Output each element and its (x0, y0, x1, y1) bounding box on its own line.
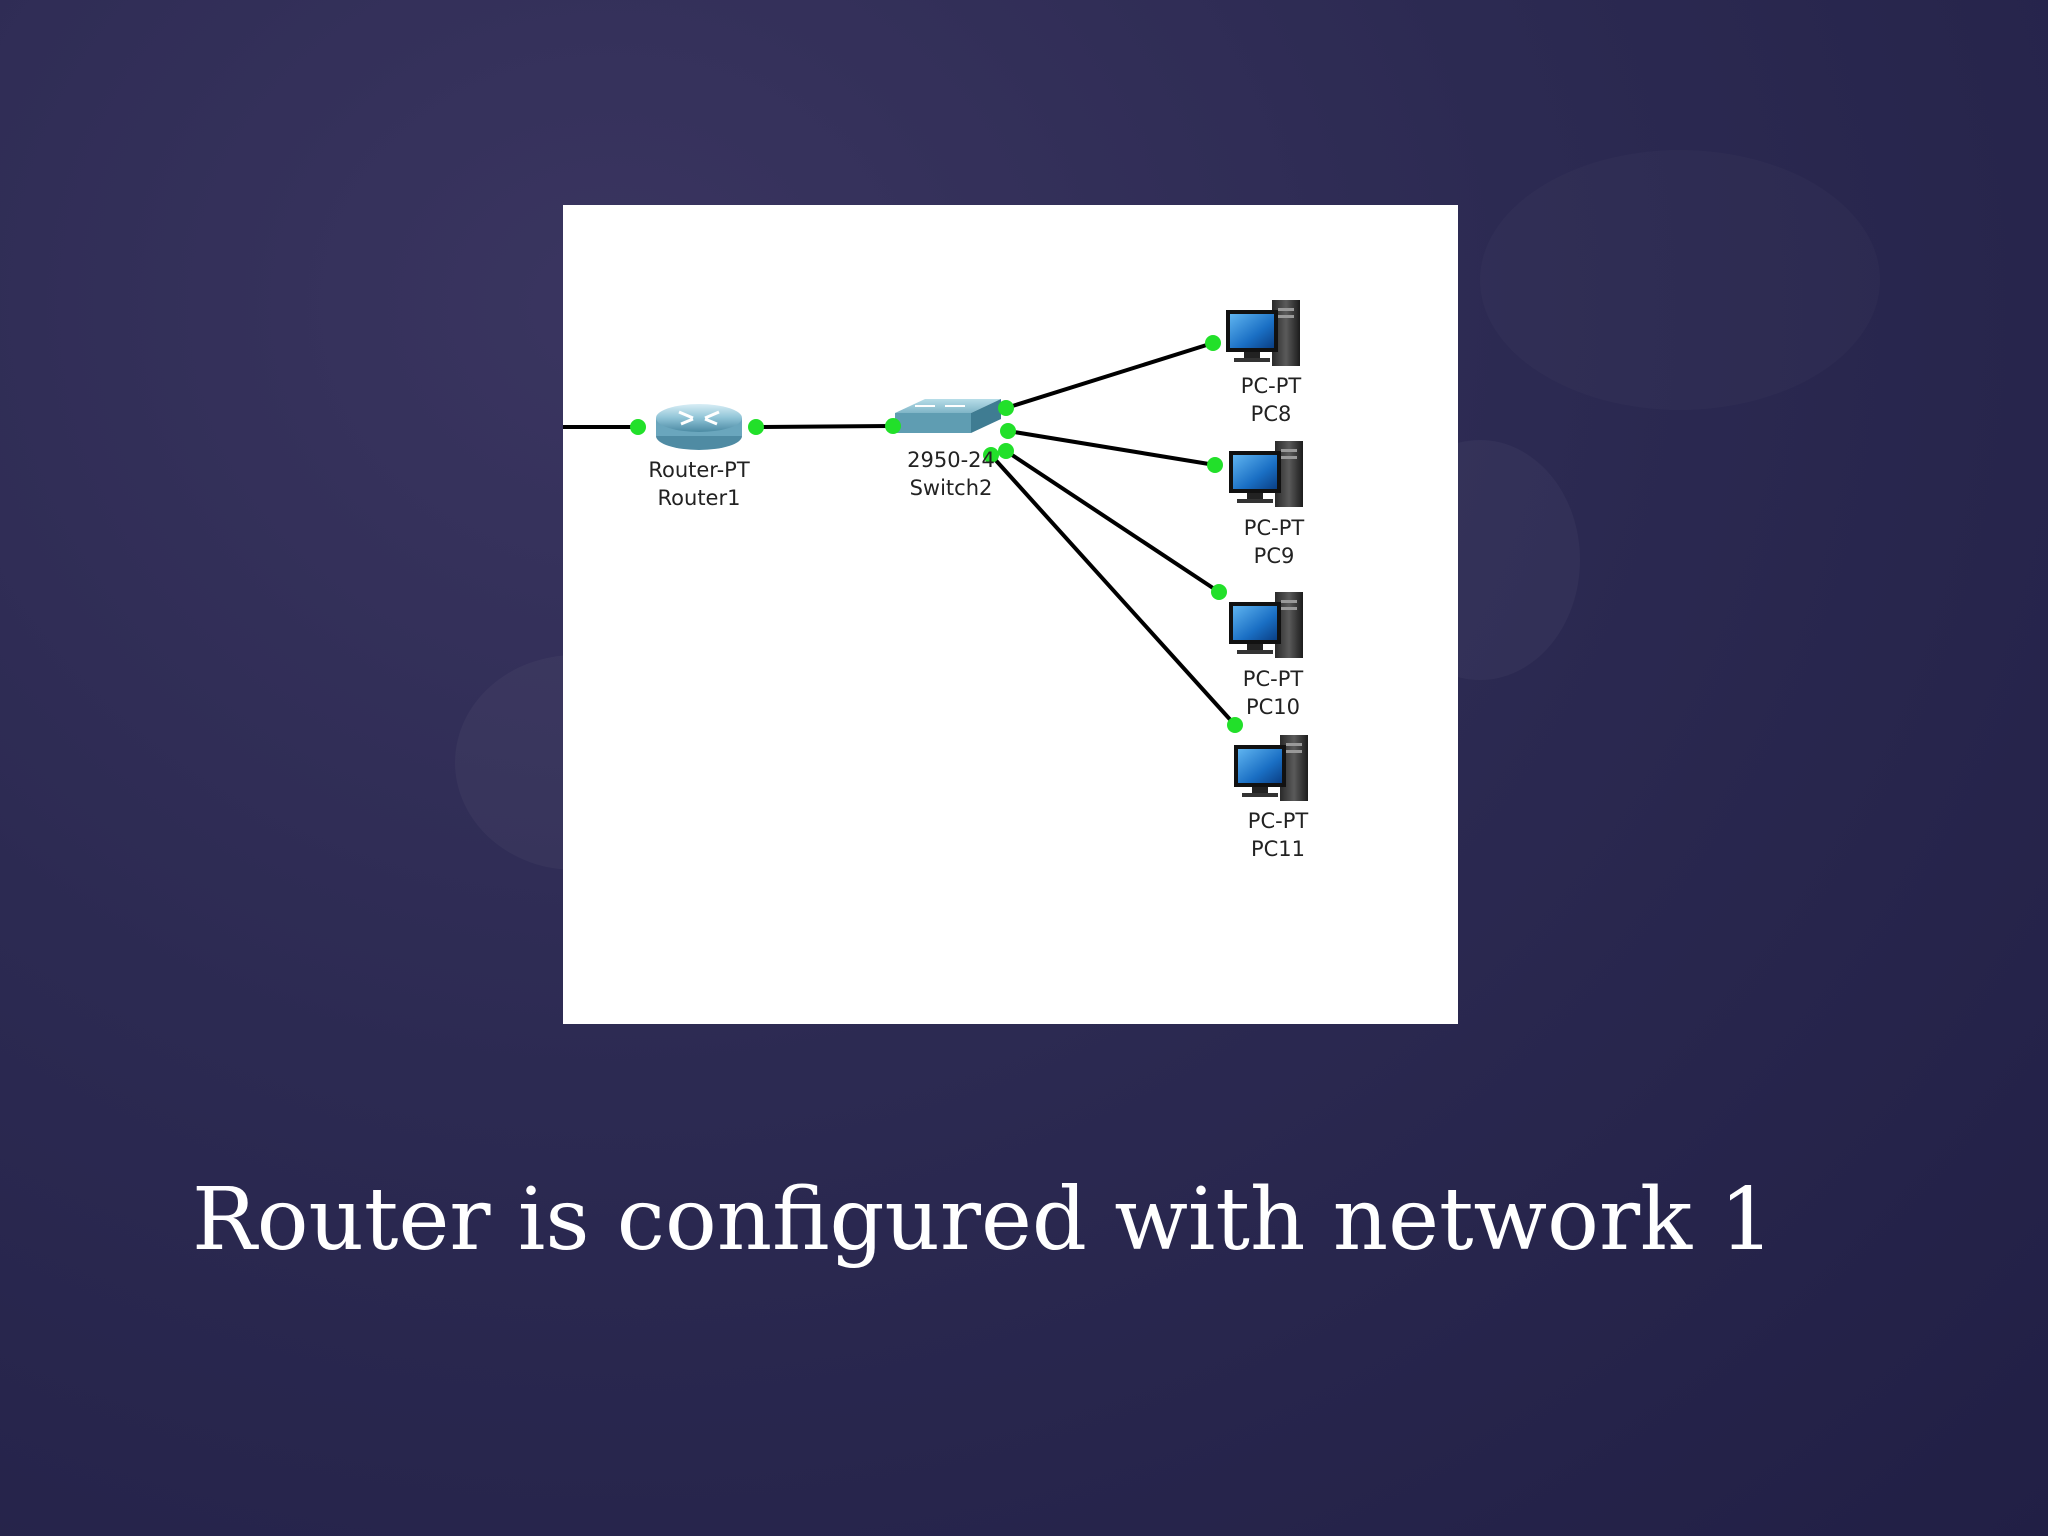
pc10-type-label: PC-PT (1242, 667, 1304, 691)
network-topology-diagram: Router-PT Router1 2950-24 Switch2 PC-PT … (563, 205, 1458, 1024)
topology-canvas (563, 300, 1308, 801)
link-status-light (630, 419, 646, 435)
switch-label: 2950-24 Switch2 (907, 446, 995, 502)
pc9-type-label: PC-PT (1243, 516, 1305, 540)
cable-switch-pc11 (989, 453, 1237, 727)
pc11-label: PC-PT PC11 (1248, 807, 1308, 863)
link-status-light (1211, 584, 1227, 600)
link-status-light (998, 443, 1014, 459)
cable-links (563, 341, 1237, 727)
pc9-name-label: PC9 (1253, 544, 1295, 568)
link-status-light (1207, 457, 1223, 473)
pc11-name-label: PC11 (1250, 837, 1306, 861)
router-type-label: Router-PT (648, 458, 750, 482)
link-status-light (1227, 717, 1243, 733)
router-icon[interactable] (656, 404, 742, 450)
router-label: Router-PT Router1 (648, 456, 749, 512)
switch-name-label: Switch2 (909, 476, 993, 500)
pc-icon-pc10[interactable] (1229, 592, 1303, 658)
link-status-lights (630, 335, 1243, 733)
link-status-light (885, 418, 901, 434)
cable-switch-pc9 (1007, 429, 1216, 467)
cable-router-switch (755, 424, 894, 429)
switch-type-label: 2950-24 (907, 448, 995, 472)
link-status-light (983, 447, 999, 463)
link-status-light (748, 419, 764, 435)
pc-icon-pc9[interactable] (1229, 441, 1303, 507)
router-name-label: Router1 (657, 486, 741, 510)
slide-title: Router is configured with network 1 (192, 1170, 1775, 1270)
pc8-name-label: PC8 (1250, 402, 1292, 426)
pc8-type-label: PC-PT (1240, 374, 1302, 398)
pc-icon-pc11[interactable] (1234, 735, 1308, 801)
link-status-light (1205, 335, 1221, 351)
pc9-label: PC-PT PC9 (1244, 514, 1304, 570)
cable-switch-pc8 (1005, 341, 1214, 410)
background-bubble (1480, 150, 1880, 410)
pc8-label: PC-PT PC8 (1241, 372, 1301, 428)
cable-switch-pc10 (1004, 449, 1221, 594)
pc11-type-label: PC-PT (1247, 809, 1309, 833)
switch-icon[interactable] (895, 399, 1001, 433)
pc-icon-pc8[interactable] (1226, 300, 1300, 366)
pc10-label: PC-PT PC10 (1243, 665, 1303, 721)
link-status-light (998, 400, 1014, 416)
pc10-name-label: PC10 (1245, 695, 1301, 719)
link-status-light (1000, 423, 1016, 439)
